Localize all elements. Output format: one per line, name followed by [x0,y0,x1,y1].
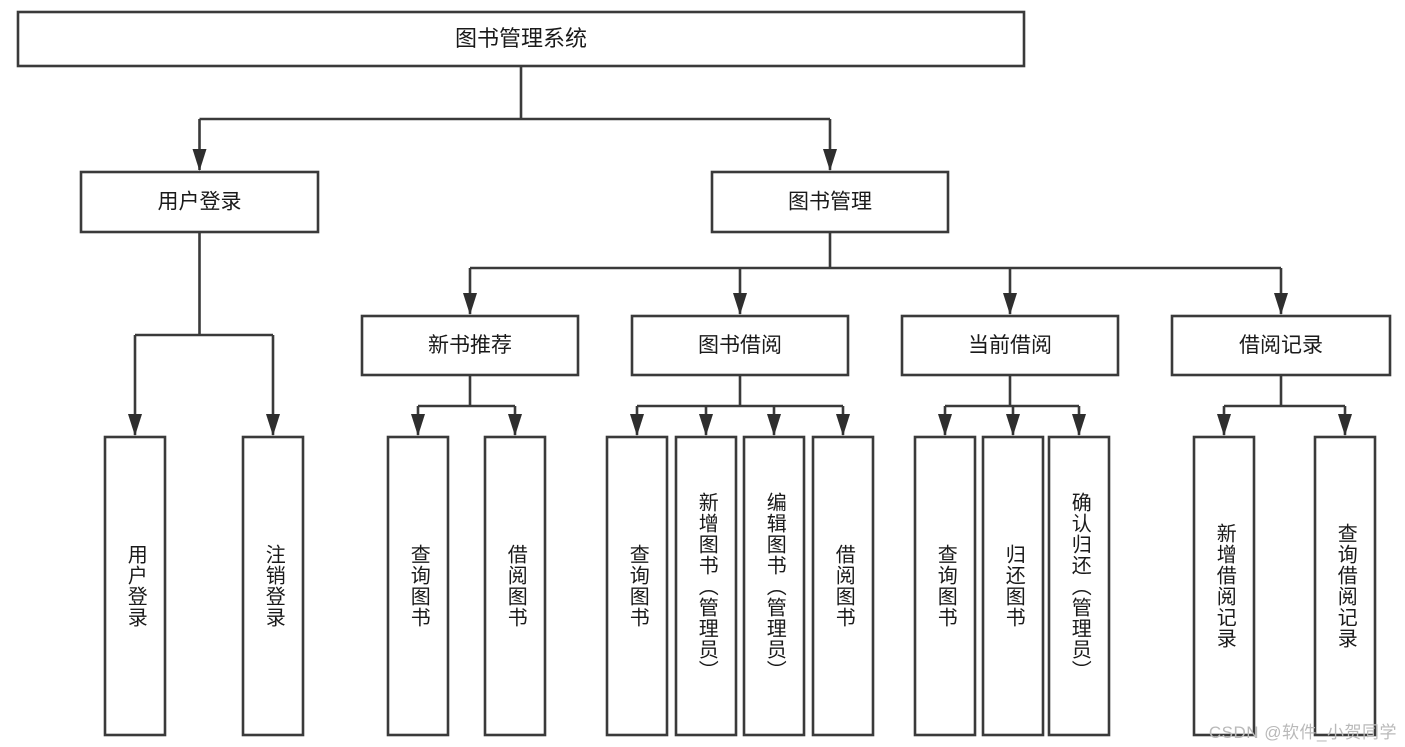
node-book-borrow-box[interactable] [630,314,850,377]
arrow-down-icon-l3-3 [1274,293,1288,315]
connector-layer [128,66,1352,436]
root-node-label: 图书管理系统 [455,26,587,51]
watermark-text: CSDN @软件_小贺同学 [1208,723,1397,742]
arrow-down-icon-leaf-add-book [699,414,713,436]
arrow-down-icon-leaf-borrow-book-1 [508,414,522,436]
box-layer [16,10,1392,737]
node-current-borrow-box[interactable] [900,314,1120,377]
node-leaf-logout-box[interactable] [241,435,305,737]
arrow-down-icon-l3-0 [463,293,477,315]
arrow-down-icon-l2-1 [823,149,837,171]
node-new-book-recommend-label: 新书推荐 [428,334,512,357]
arrow-down-icon-leaf-query-book-2 [630,414,644,436]
arrow-down-icon-leaf-query-book-3 [938,414,952,436]
node-leaf-user-login-box[interactable] [103,435,167,737]
node-current-borrow-label: 当前借阅 [968,334,1052,357]
node-leaf-add-record-box[interactable] [1192,435,1256,737]
node-leaf-query-book-3-box[interactable] [913,435,977,737]
node-leaf-add-book-box[interactable] [674,435,738,737]
arrow-down-icon-leaf-add-record [1217,414,1231,436]
arrow-down-icon-l3-1 [733,293,747,315]
arrow-down-icon-leaf-return-book [1006,414,1020,436]
node-leaf-query-record-box[interactable] [1313,435,1377,737]
node-book-manage-box[interactable] [710,170,950,234]
node-leaf-return-book-box[interactable] [981,435,1045,737]
node-leaf-borrow-book-1-box[interactable] [483,435,547,737]
arrow-down-icon-l2-0 [192,149,207,171]
arrow-down-icon-leaf-user-login [128,414,142,436]
arrow-down-icon-leaf-edit-book [767,414,781,436]
node-leaf-confirm-return-box[interactable] [1047,435,1111,737]
node-book-manage-label: 图书管理 [788,191,872,214]
node-leaf-edit-book-box[interactable] [742,435,806,737]
node-borrow-record-box[interactable] [1170,314,1392,377]
node-leaf-borrow-book-2-box[interactable] [811,435,875,737]
arrow-down-icon-leaf-borrow-book-2 [836,414,850,436]
node-leaf-query-book-1-box[interactable] [386,435,450,737]
root-node-box[interactable] [16,10,1026,68]
node-book-borrow-label: 图书借阅 [698,334,782,357]
node-leaf-query-book-2-box[interactable] [605,435,669,737]
node-borrow-record-label: 借阅记录 [1239,334,1323,357]
arrow-down-icon-leaf-confirm-return [1072,414,1086,436]
arrow-down-icon-leaf-logout [266,414,280,436]
arrow-down-icon-leaf-query-record [1338,414,1352,436]
node-user-login-label: 用户登录 [158,191,242,214]
node-user-login-box[interactable] [79,170,320,234]
node-new-book-recommend-box[interactable] [360,314,580,377]
arrow-down-icon-l3-2 [1003,293,1017,315]
arrow-down-icon-leaf-query-book-1 [411,414,425,436]
